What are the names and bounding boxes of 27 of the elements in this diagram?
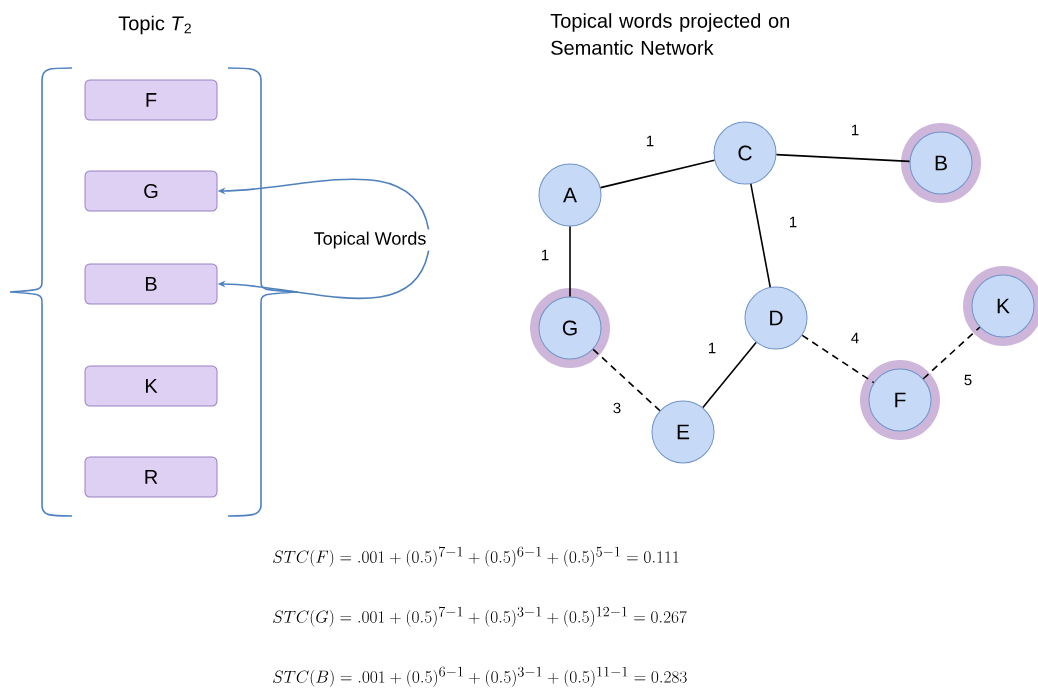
edge-label: 1 <box>790 216 797 228</box>
edge-label: 1 <box>852 124 859 136</box>
edge-line <box>702 341 757 409</box>
heading: Topical words projected on Semantic Network <box>550 13 789 55</box>
formula: $STC(G) = .001 + (0.5)^{7-1} + (0.5)^{3-1} + (0.5)^{12-1} = 0.267$ <box>273 606 687 627</box>
heading: Topic T$_{2}$ <box>118 15 191 35</box>
formula: $STC(B) = .001 + (0.5)^{6-1} + (0.5)^{3-1} + (0.5)^{11-1} = 0.283$ <box>273 666 687 687</box>
word-box: G <box>84 170 218 212</box>
word-box: B <box>84 263 218 305</box>
dashed-edge <box>922 326 981 380</box>
dashed-edge <box>592 348 661 412</box>
topical-words-text: Topical Words <box>314 231 426 249</box>
edge-label: 4 <box>851 332 859 344</box>
word-box: F <box>84 79 218 121</box>
formula: $STC(F) = .001 + (0.5)^{7-1} + (0.5)^{6-1} + (0.5)^{5-1} = 0.111$ <box>273 546 679 567</box>
edge-line <box>775 153 911 163</box>
word-box: R <box>84 456 218 498</box>
edge-line <box>750 183 771 288</box>
edge-label: 1 <box>709 342 716 354</box>
word-box: K <box>84 365 218 407</box>
edge-label: 1 <box>542 249 549 261</box>
edge-line <box>599 159 716 189</box>
edge-line <box>569 225 571 298</box>
edge-label: 1 <box>647 135 654 147</box>
edge-label: 3 <box>613 402 621 414</box>
dashed-edge <box>801 334 875 384</box>
edge-label: 5 <box>964 374 972 386</box>
